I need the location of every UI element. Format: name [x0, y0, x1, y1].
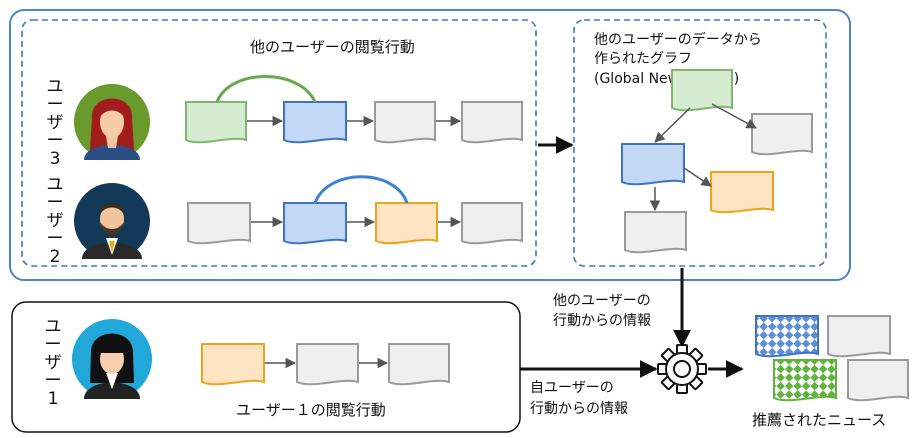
user2-doc-2-blue — [283, 202, 347, 245]
user2-arc — [313, 175, 409, 204]
bearded-man-suit-avatar-icon — [74, 183, 150, 259]
svg-text:ユ: ユ — [47, 175, 64, 195]
user1-doc-3-gray — [388, 343, 450, 386]
user2-doc-4-gray — [461, 202, 523, 245]
graph-edge-green-gray — [711, 103, 757, 129]
graph-edge-green-blue — [654, 107, 691, 143]
user1-doc-2-gray — [296, 343, 359, 386]
user1-doc-1-orange — [201, 343, 265, 386]
svg-text:ー: ー — [47, 229, 64, 249]
user1-label: ユ ー ザ ー 1 — [45, 317, 62, 409]
svg-text:ー: ー — [47, 131, 64, 151]
user3-doc-3-gray — [374, 101, 436, 144]
others-browsing-box — [21, 19, 537, 267]
others-frame — [9, 9, 851, 281]
graph-node-blue — [621, 143, 685, 186]
user2-doc-1-gray — [187, 202, 251, 245]
graph-node-green — [671, 69, 733, 112]
graph-edge-blue-orange — [683, 167, 712, 187]
svg-text:2: 2 — [50, 247, 61, 267]
user3-arc — [215, 75, 317, 103]
user2-doc-3-orange — [375, 202, 438, 245]
recommended-doc-gray-1 — [827, 315, 891, 358]
user3-label: ユ ー ザ ー 3 — [47, 77, 64, 169]
graph-node-gray-right — [751, 113, 813, 156]
svg-text:ー: ー — [47, 193, 64, 213]
global-graph-box — [573, 19, 827, 267]
self-frame — [11, 301, 521, 433]
svg-text:ザ: ザ — [47, 211, 64, 231]
woman-black-hair-avatar-icon — [72, 319, 152, 399]
woman-red-hair-avatar-icon — [74, 84, 150, 160]
graph-title-line1: 他のユーザーのデータから — [594, 31, 762, 48]
svg-text:1: 1 — [48, 389, 59, 409]
svg-text:ー: ー — [45, 335, 62, 355]
svg-text:3: 3 — [50, 149, 61, 169]
recommended-news-label: 推薦されたニュース — [752, 411, 886, 429]
recommended-doc-green — [773, 359, 837, 402]
user3-doc-1-green — [185, 101, 247, 144]
recommended-doc-blue — [755, 315, 819, 358]
recommended-doc-gray-2 — [847, 359, 909, 402]
others-browsing-title: 他のユーザーの閲覧行動 — [250, 38, 415, 56]
info-from-self-line1: 自ユーザーの — [530, 380, 614, 396]
svg-text:ー: ー — [47, 95, 64, 115]
svg-text:ユ: ユ — [47, 77, 64, 97]
user1-browsing-label: ユーザー１の閲覧行動 — [236, 401, 386, 419]
svg-text:ザ: ザ — [47, 113, 64, 133]
user3-doc-2-blue — [283, 101, 347, 144]
gear-icon — [657, 344, 707, 394]
graph-node-orange — [710, 171, 774, 214]
graph-node-gray-bottom — [624, 211, 687, 254]
info-from-others-line1: 他のユーザーの — [553, 293, 651, 309]
info-from-self-line2: 行動からの情報 — [530, 401, 628, 417]
info-from-others-line2: 行動からの情報 — [553, 313, 651, 329]
graph-title-line2: 作られたグラフ — [594, 51, 692, 67]
user2-label: ユ ー ザ ー 2 — [47, 175, 64, 267]
svg-text:ザ: ザ — [45, 353, 62, 373]
svg-text:ー: ー — [45, 371, 62, 391]
user3-doc-4-gray — [461, 101, 523, 144]
svg-text:ユ: ユ — [45, 317, 62, 337]
